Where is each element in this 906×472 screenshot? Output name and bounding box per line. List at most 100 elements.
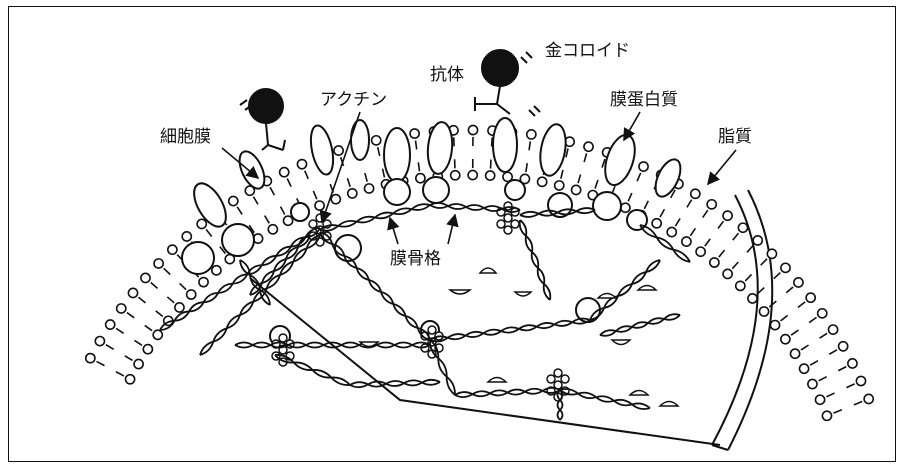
lipid-head xyxy=(182,232,191,241)
lipid-head xyxy=(839,342,848,351)
lipid-tail xyxy=(745,274,751,280)
membrane-protein xyxy=(537,122,570,177)
lipid-head xyxy=(141,273,150,282)
lipid-head xyxy=(372,136,381,145)
lipid-head xyxy=(848,359,857,368)
lipid-tail xyxy=(365,173,367,182)
lipid-head xyxy=(794,278,803,287)
lipid-head xyxy=(331,195,340,204)
membrane-protein xyxy=(650,156,685,201)
membrane-protein xyxy=(307,123,337,176)
actin-bead xyxy=(309,220,317,228)
spectrin-strand xyxy=(600,315,680,336)
lipid-tail xyxy=(829,350,837,354)
lipid-tail xyxy=(145,325,152,330)
actin-bead xyxy=(504,226,512,234)
gold-colloid-antibody-top xyxy=(475,50,540,116)
lipid-head xyxy=(297,160,306,169)
spectrin-strand xyxy=(430,319,590,340)
lipid-head xyxy=(86,354,95,363)
lipid-tail xyxy=(628,193,632,201)
lipid-head xyxy=(710,258,719,267)
lipid-head xyxy=(134,359,143,368)
lipid-tail xyxy=(675,218,680,226)
lipid-tail xyxy=(97,361,105,365)
lipid-tail xyxy=(270,187,274,195)
lipid-tail xyxy=(156,311,163,317)
lipid-head xyxy=(468,125,477,134)
lipid-head xyxy=(486,171,495,180)
lipid-head xyxy=(790,349,799,358)
lipid-head xyxy=(197,219,206,228)
lipid-head xyxy=(682,237,691,246)
lipid-tail xyxy=(125,356,133,361)
lipid-head xyxy=(283,216,292,225)
lipid-tail xyxy=(418,162,419,171)
lipid-tail xyxy=(810,361,818,365)
label-membrane-skeleton: 膜骨格 xyxy=(390,249,441,269)
pointer-membrane-protein xyxy=(624,112,640,140)
lipid-tail xyxy=(151,282,158,288)
lipid-head xyxy=(767,249,776,258)
lipid-head xyxy=(364,184,373,193)
pointer-lipid xyxy=(708,150,736,184)
actin-bead xyxy=(547,375,555,383)
lipid-head xyxy=(348,189,357,198)
lipid-tail xyxy=(206,229,212,236)
lipid-head xyxy=(187,290,196,299)
spectrin-strand xyxy=(320,204,430,231)
lipid-tail xyxy=(833,410,841,413)
lipid-tail xyxy=(347,178,350,187)
lipid-head xyxy=(416,174,425,183)
lipid-head xyxy=(799,364,808,373)
lipid-tail xyxy=(786,287,793,293)
lipid-tail xyxy=(561,170,563,179)
lipid-head xyxy=(451,171,460,180)
lipid-tail xyxy=(690,228,695,235)
spectrin-strand xyxy=(600,314,680,335)
label-antibody: 抗体 xyxy=(430,65,464,85)
membrane-protein xyxy=(384,128,410,182)
lipid-tail xyxy=(378,147,380,156)
lipid-tail xyxy=(819,377,827,381)
lipid-head xyxy=(781,335,790,344)
lipid-head xyxy=(818,309,827,318)
lipid-head xyxy=(199,278,208,287)
lipid-head xyxy=(268,225,277,234)
lipid-tail xyxy=(566,149,568,158)
actin-bead xyxy=(279,334,287,342)
lipid-head xyxy=(815,395,824,404)
lipid-tail xyxy=(237,207,242,215)
lipid-tail xyxy=(687,200,692,208)
lipid-head xyxy=(723,269,732,278)
lipid-tail xyxy=(846,384,854,388)
lipid-tail xyxy=(281,207,285,215)
lipid-tail xyxy=(781,315,788,320)
lipid-tail xyxy=(809,317,816,322)
lipid-head xyxy=(334,146,343,155)
lipid-tail xyxy=(733,233,739,240)
lipid-tail xyxy=(705,239,710,246)
actin-bead xyxy=(561,375,569,383)
lipid-tail xyxy=(718,221,723,228)
lipid-tail xyxy=(854,402,862,405)
label-lipid: 脂質 xyxy=(718,127,752,147)
lipid-head xyxy=(753,236,762,245)
lipid-head xyxy=(652,219,661,228)
lipid-tail xyxy=(644,201,648,209)
lipid-tail xyxy=(584,153,586,162)
lipid-tail xyxy=(703,210,708,217)
label-membrane-protein: 膜蛋白質 xyxy=(610,90,678,110)
lipid-tail xyxy=(116,328,124,333)
label-colloidal-gold: 金コロイド xyxy=(545,41,630,61)
lipid-tail xyxy=(305,171,309,179)
lipid-head xyxy=(117,304,126,313)
actin-bead xyxy=(504,202,512,210)
lipid-head xyxy=(667,227,676,236)
lipid-head xyxy=(723,211,732,220)
lipid-tail xyxy=(595,180,598,189)
lipid-tail xyxy=(383,169,385,178)
lipid-tail xyxy=(127,313,134,318)
lipid-tail xyxy=(526,163,527,172)
lipid-head xyxy=(691,189,700,198)
